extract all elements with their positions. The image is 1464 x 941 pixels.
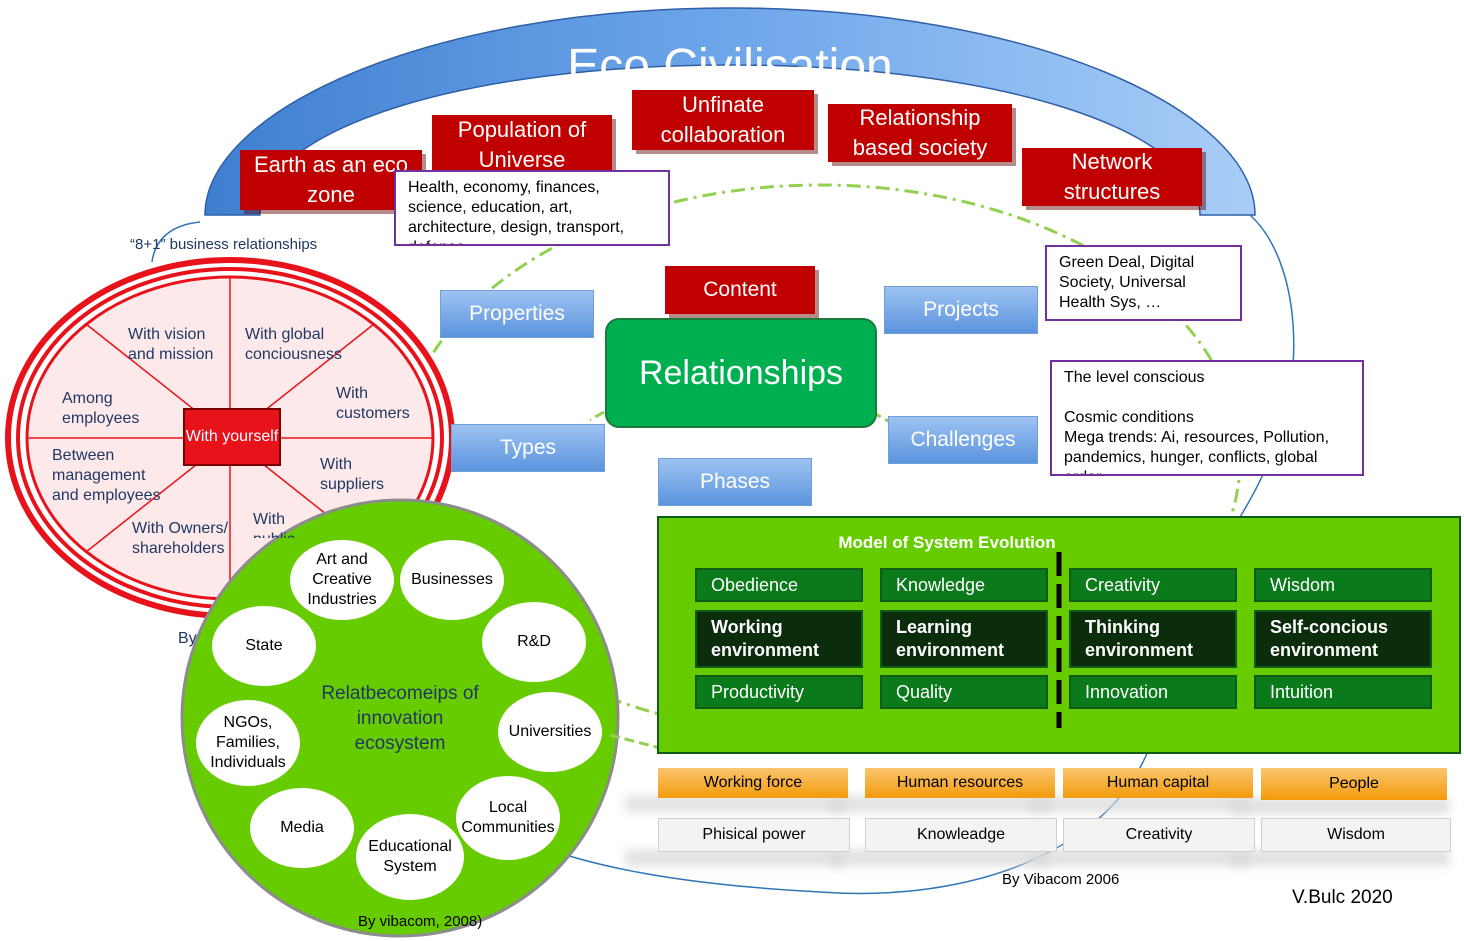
- bar-human-resources: Human resources: [865, 768, 1055, 798]
- cell-innovation: Innovation: [1069, 675, 1237, 709]
- bar-creativity: Creativity: [1063, 818, 1255, 852]
- connector-ecosystem-model: [609, 733, 661, 750]
- model-credit: By Vibacom 2006: [1002, 871, 1120, 888]
- segment-vision: With vision and mission: [128, 326, 214, 363]
- cell-knowledge: Knowledge: [880, 568, 1048, 602]
- business-credit: By: [178, 630, 197, 647]
- segment-public: With public: [253, 511, 295, 538]
- cell-self-concious-environment: Self-concious environment: [1254, 610, 1432, 668]
- bar-shadow: [1230, 850, 1450, 866]
- node-businesses: Businesses: [400, 540, 504, 620]
- flag-unfinate-collaboration: Unfinate collaboration: [632, 90, 814, 150]
- bar-phisical-power: Phisical power: [658, 818, 850, 852]
- node-local-communities: Local Communities: [456, 776, 560, 860]
- cell-productivity: Productivity: [695, 675, 863, 709]
- bar-shadow: [1030, 850, 1250, 866]
- segment-owners: With Owners/ shareholders: [132, 520, 229, 557]
- node-rd: R&D: [482, 602, 586, 682]
- challenges-cosmic: Cosmic conditions: [1064, 409, 1194, 426]
- ecosystem-center: Relatbecomeips of innovation ecosystem: [321, 682, 479, 754]
- bar-shadow: [830, 850, 1050, 866]
- node-state: State: [212, 606, 316, 686]
- connector-types: [589, 410, 605, 422]
- with-yourself-center: With yourself: [183, 408, 281, 466]
- cell-quality: Quality: [880, 675, 1048, 709]
- fields-box: Health, economy, finances, science, educ…: [394, 170, 670, 246]
- bar-people: People: [1261, 768, 1447, 800]
- node-educational: Educational System: [356, 814, 464, 900]
- bar-shadow: [1030, 796, 1250, 812]
- ecosystem-credit: By vibacom, 2008): [358, 913, 483, 930]
- flag-population-universe: Population of Universe: [432, 115, 612, 175]
- model-title: Model of System Evolution: [838, 533, 1056, 552]
- tab-projects: Projects: [884, 286, 1038, 334]
- segment-management: Between management and employees: [52, 447, 161, 504]
- bar-shadow: [625, 850, 845, 866]
- cell-creativity: Creativity: [1069, 568, 1237, 602]
- relationships-center: Relationships: [605, 318, 877, 428]
- segment-employees: Among employees: [62, 390, 140, 427]
- cell-learning-environment: Learning environment: [880, 610, 1048, 668]
- author-credit: V.Bulc 2020: [1292, 887, 1393, 908]
- bar-human-capital: Human capital: [1063, 768, 1253, 798]
- bar-working-force: Working force: [658, 768, 848, 798]
- page-title: Eco Civilisation: [567, 39, 893, 93]
- cell-working-environment: Working environment: [695, 610, 863, 668]
- phase-divider: [1056, 552, 1062, 728]
- bar-shadow: [625, 796, 845, 812]
- node-universities: Universities: [498, 692, 602, 772]
- tab-challenges: Challenges: [888, 416, 1038, 464]
- bar-knowleadge: Knowleadge: [865, 818, 1057, 852]
- challenges-box: The level conscious Cosmic conditions Me…: [1050, 360, 1364, 476]
- bar-wisdom: Wisdom: [1261, 818, 1451, 852]
- connection-loop: [151, 221, 201, 263]
- cell-wisdom: Wisdom: [1254, 568, 1432, 602]
- flag-earth-eco-zone: Earth as an eco zone: [240, 150, 422, 210]
- node-art-creative: Art and Creative Industries: [290, 540, 394, 620]
- bar-shadow: [1230, 798, 1450, 814]
- challenges-megatrends: Mega trends: Ai, resources, Pollution, p…: [1064, 429, 1330, 474]
- cell-obedience: Obedience: [695, 568, 863, 602]
- node-media: Media: [250, 788, 354, 868]
- segment-global: With global conciousness: [245, 326, 342, 363]
- bar-shadow: [830, 796, 1050, 812]
- tab-properties: Properties: [440, 290, 594, 338]
- eco-civilisation-dome: [204, 7, 1256, 216]
- cell-intuition: Intuition: [1254, 675, 1432, 709]
- node-ngos: NGOs, Families, Individuals: [196, 700, 300, 786]
- tab-types: Types: [451, 424, 605, 472]
- projects-box: Green Deal, Digital Society, Universal H…: [1045, 245, 1242, 321]
- segment-suppliers: With suppliers: [320, 456, 385, 493]
- flag-relationship-society: Relationship based society: [828, 104, 1012, 162]
- cell-thinking-environment: Thinking environment: [1069, 610, 1237, 668]
- content-label: Content: [665, 266, 815, 314]
- tab-phases: Phases: [658, 458, 812, 506]
- challenges-level: The level conscious: [1064, 369, 1205, 386]
- flag-network-structures: Network structures: [1022, 148, 1202, 206]
- segment-customers: With customers: [336, 385, 410, 422]
- business-caption: “8+1” business relationships: [130, 236, 318, 253]
